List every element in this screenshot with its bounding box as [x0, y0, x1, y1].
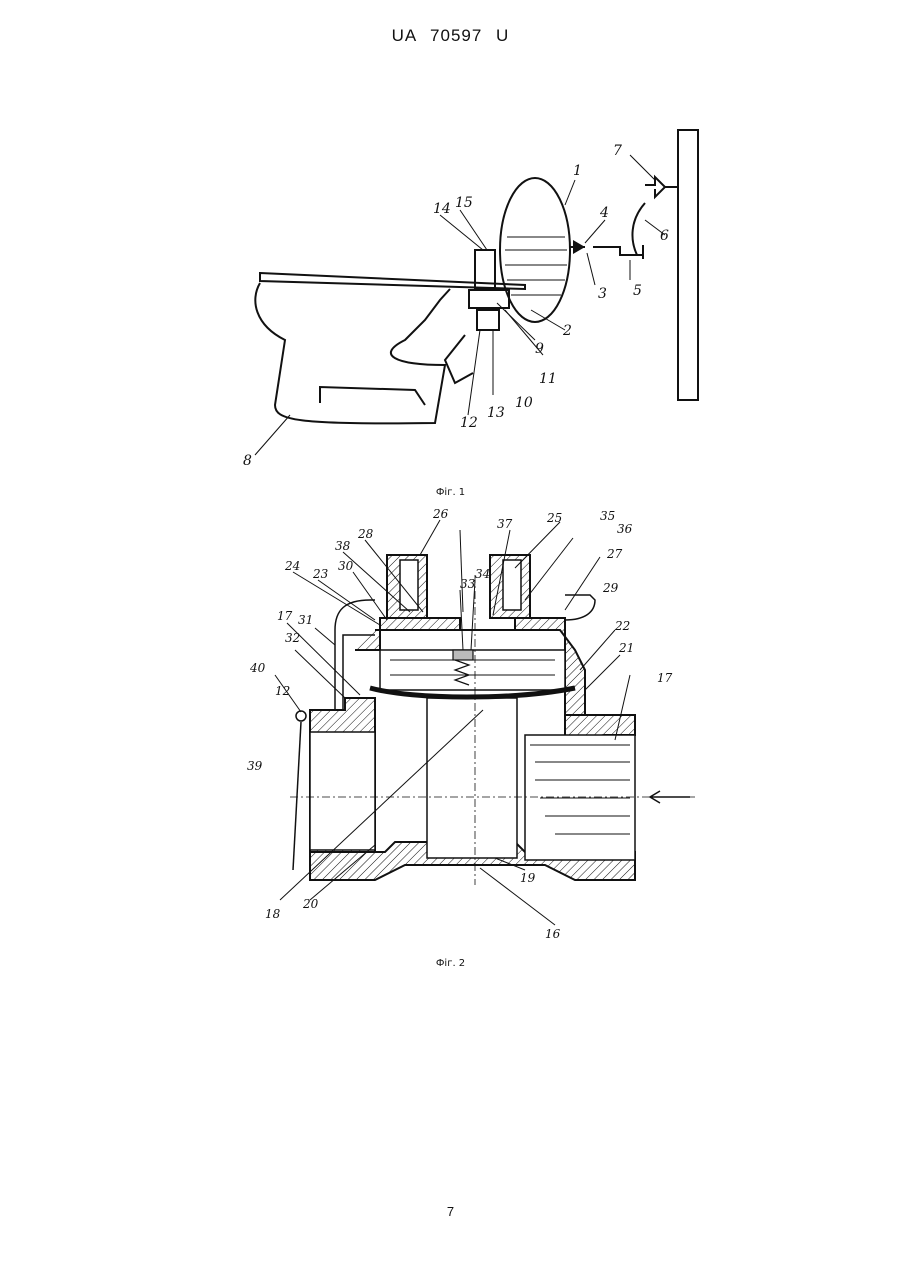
label-29: 29 [602, 581, 619, 595]
label-34: 34 [475, 567, 490, 581]
label-26: 26 [432, 507, 449, 521]
label-13: 13 [487, 405, 505, 421]
label-39: 39 [247, 759, 263, 773]
figure-1-svg: 7 1 4 6 3 5 2 9 11 10 13 12 14 15 8 [235, 125, 725, 475]
label-35: 35 [600, 509, 615, 523]
label-19: 19 [520, 871, 536, 885]
label-27: 27 [606, 547, 623, 561]
label-11: 11 [539, 371, 557, 387]
label-28: 28 [357, 527, 374, 541]
tube-29 [565, 595, 595, 620]
label-40: 40 [249, 661, 266, 675]
figure-1-drawing: 7 1 4 6 3 5 2 9 11 10 13 12 14 15 8 [235, 125, 725, 475]
label-1: 1 [573, 163, 582, 179]
figure-2-svg: 26 37 25 35 36 27 29 22 21 17 28 38 33 3… [235, 500, 705, 950]
label-12: 12 [460, 415, 478, 431]
right-plunger [503, 560, 521, 610]
valve-housing [469, 290, 509, 308]
label-4: 4 [599, 205, 609, 221]
label-32: 32 [285, 631, 300, 645]
label-37: 37 [497, 517, 513, 531]
outlet-pipe [445, 335, 473, 383]
tank-water [505, 237, 567, 295]
toilet-seat [260, 273, 525, 289]
toilet-bowl [255, 283, 450, 423]
central-pipe [427, 698, 517, 858]
label-16: 16 [545, 927, 561, 941]
label-21: 21 [618, 641, 634, 655]
figure-2-caption: Фіг. 2 [0, 958, 901, 969]
label-22: 22 [614, 619, 630, 633]
label-17-right: 17 [657, 671, 673, 685]
label-17-left: 17 [277, 609, 293, 623]
label-30: 30 [338, 559, 354, 573]
label-23: 23 [312, 567, 329, 581]
label-24: 24 [284, 559, 300, 573]
label-15: 15 [455, 195, 473, 211]
label-8: 8 [243, 453, 252, 469]
label-12: 12 [275, 684, 290, 698]
pivot [296, 711, 306, 721]
label-25: 25 [546, 511, 562, 525]
side-chamber [310, 732, 375, 850]
label-14: 14 [433, 201, 451, 217]
label-3: 3 [598, 286, 607, 302]
valve-base [477, 310, 499, 330]
label-31: 31 [298, 613, 313, 627]
label-10: 10 [515, 395, 533, 411]
label-7: 7 [613, 143, 622, 159]
label-5: 5 [633, 283, 642, 299]
figure-1-caption: Фіг. 1 [0, 487, 901, 498]
label-2: 2 [562, 323, 572, 339]
bowl-base [320, 387, 425, 405]
label-36: 36 [617, 522, 633, 536]
lever [293, 722, 301, 870]
page-number: 7 [0, 1204, 901, 1219]
label-33: 33 [460, 577, 476, 591]
label-6: 6 [660, 228, 669, 244]
water-pipe [678, 130, 698, 400]
label-18: 18 [265, 907, 281, 921]
check-valve-icon [573, 240, 585, 254]
document-id: UA 70597 U [0, 26, 901, 46]
label-38-top: 38 [335, 539, 351, 553]
figure-2-drawing: 26 37 25 35 36 27 29 22 21 17 28 38 33 3… [235, 500, 705, 950]
label-20: 20 [302, 897, 319, 911]
label-9: 9 [535, 341, 544, 357]
flow-arrow-icon [650, 791, 690, 803]
